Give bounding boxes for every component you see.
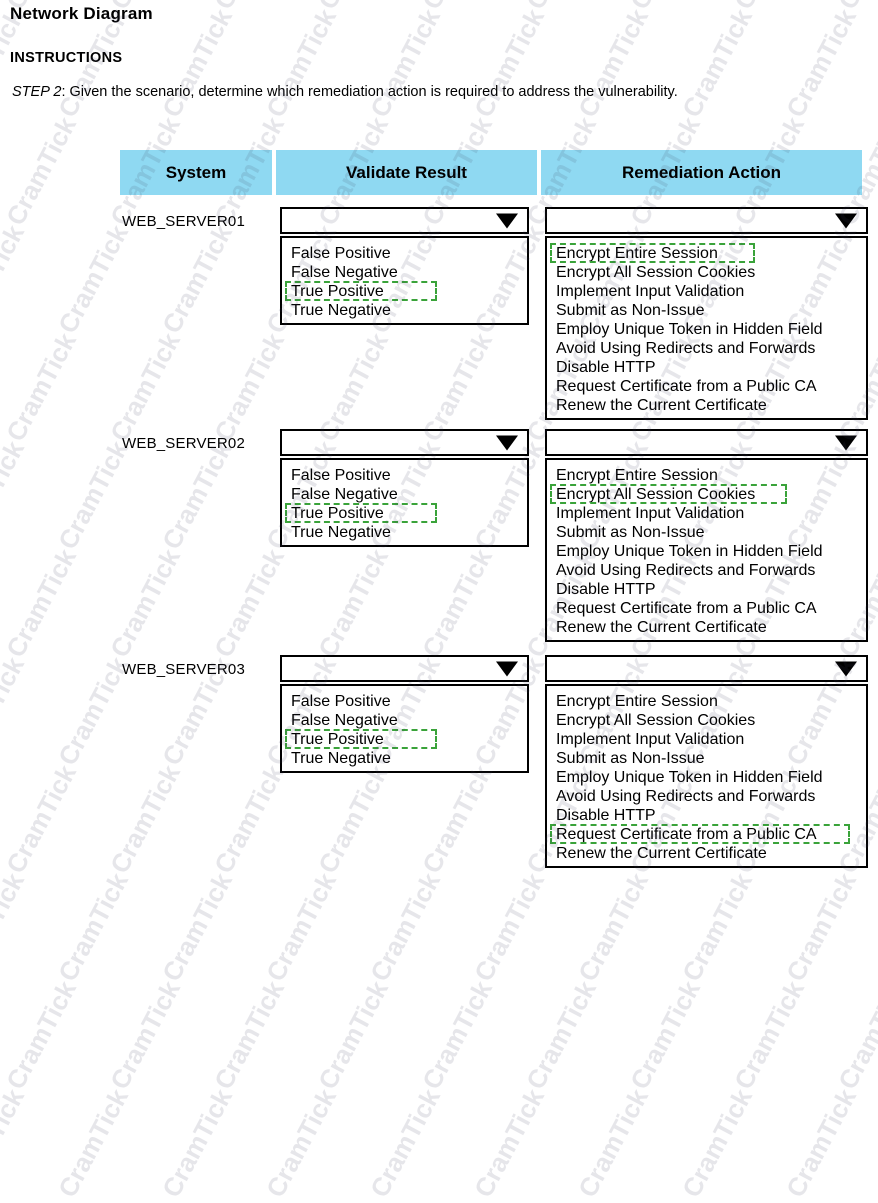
option-encrypt-all-session-cookies[interactable]: Encrypt All Session Cookies xyxy=(556,264,756,281)
watermark-text: CramTick xyxy=(52,1083,134,1203)
watermark-text: CramTick xyxy=(156,867,238,987)
option-true-positive[interactable]: True Positive xyxy=(282,281,527,301)
watermark-text: CramTick xyxy=(312,975,394,1095)
validate-result-select-row1[interactable] xyxy=(280,207,529,234)
chevron-down-icon xyxy=(496,435,518,450)
watermark-text: CramTick xyxy=(780,1083,862,1203)
chevron-down-icon xyxy=(496,213,518,228)
option-true-positive[interactable]: True Positive xyxy=(282,503,527,523)
remediation-action-options-row3[interactable]: Encrypt Entire Session Encrypt All Sessi… xyxy=(545,684,868,868)
option-submit-as-non-issue[interactable]: Submit as Non-Issue xyxy=(556,524,705,541)
page-title: Network Diagram xyxy=(10,4,153,23)
option-renew-current-certificate[interactable]: Renew the Current Certificate xyxy=(556,619,767,636)
watermark-text: CramTick xyxy=(520,975,602,1095)
watermark-text: CramTick xyxy=(572,867,654,987)
watermark-text: CramTick xyxy=(104,975,186,1095)
watermark-text: CramTick xyxy=(624,975,706,1095)
option-disable-http[interactable]: Disable HTTP xyxy=(556,581,656,598)
watermark-text: CramTick xyxy=(468,1083,550,1203)
watermark-text: CramTick xyxy=(832,975,878,1095)
option-false-negative[interactable]: False Negative xyxy=(291,486,398,503)
instructions-heading: INSTRUCTIONS xyxy=(10,50,123,66)
option-request-certificate-public-ca[interactable]: Request Certificate from a Public CA xyxy=(556,378,817,395)
column-header-system: System xyxy=(120,150,272,195)
validate-result-options-row3[interactable]: False Positive False Negative True Posit… xyxy=(280,684,529,773)
system-name-label: WEB_SERVER01 xyxy=(122,213,246,230)
system-name-label: WEB_SERVER03 xyxy=(122,661,246,678)
option-submit-as-non-issue[interactable]: Submit as Non-Issue xyxy=(556,302,705,319)
watermark-text: CramTick xyxy=(208,975,290,1095)
option-employ-unique-token[interactable]: Employ Unique Token in Hidden Field xyxy=(556,769,823,786)
option-renew-current-certificate[interactable]: Renew the Current Certificate xyxy=(556,397,767,414)
option-avoid-using-redirects[interactable]: Avoid Using Redirects and Forwards xyxy=(556,788,816,805)
option-encrypt-entire-session[interactable]: Encrypt Entire Session xyxy=(547,243,866,263)
option-true-negative[interactable]: True Negative xyxy=(291,524,391,541)
option-false-positive[interactable]: False Positive xyxy=(291,245,391,262)
option-submit-as-non-issue[interactable]: Submit as Non-Issue xyxy=(556,750,705,767)
option-request-certificate-public-ca[interactable]: Request Certificate from a Public CA xyxy=(556,600,817,617)
option-implement-input-validation[interactable]: Implement Input Validation xyxy=(556,283,745,300)
option-true-positive[interactable]: True Positive xyxy=(282,729,527,749)
option-encrypt-all-session-cookies[interactable]: Encrypt All Session Cookies xyxy=(556,712,756,729)
option-false-negative[interactable]: False Negative xyxy=(291,712,398,729)
option-avoid-using-redirects[interactable]: Avoid Using Redirects and Forwards xyxy=(556,340,816,357)
watermark-text: CramTick xyxy=(260,1083,342,1203)
watermark-text: CramTick xyxy=(52,867,134,987)
watermark-text: CramTick xyxy=(260,867,342,987)
watermark-text: CramTick xyxy=(468,867,550,987)
remediation-action-options-row1[interactable]: Encrypt Entire Session Encrypt All Sessi… xyxy=(545,236,868,420)
validate-result-options-row2[interactable]: False Positive False Negative True Posit… xyxy=(280,458,529,547)
chevron-down-icon xyxy=(496,661,518,676)
chevron-down-icon xyxy=(835,213,857,228)
step-label: STEP 2 xyxy=(12,84,62,100)
option-implement-input-validation[interactable]: Implement Input Validation xyxy=(556,505,745,522)
column-header-remediation-action: Remediation Action xyxy=(541,150,862,195)
system-name-label: WEB_SERVER02 xyxy=(122,435,246,452)
remediation-action-select-row1[interactable] xyxy=(545,207,868,234)
watermark-text: CramTick xyxy=(0,867,30,987)
watermark-text: CramTick xyxy=(416,975,498,1095)
column-header-validate-result: Validate Result xyxy=(276,150,537,195)
validate-result-select-row2[interactable] xyxy=(280,429,529,456)
watermark-text: CramTick xyxy=(364,1083,446,1203)
option-employ-unique-token[interactable]: Employ Unique Token in Hidden Field xyxy=(556,321,823,338)
validate-result-options-row1[interactable]: False Positive False Negative True Posit… xyxy=(280,236,529,325)
remediation-action-options-row2[interactable]: Encrypt Entire Session Encrypt All Sessi… xyxy=(545,458,868,642)
option-encrypt-all-session-cookies[interactable]: Encrypt All Session Cookies xyxy=(547,484,866,504)
watermark-text: CramTick xyxy=(676,1083,758,1203)
step-body: : Given the scenario, determine which re… xyxy=(61,84,678,100)
watermark-text: CramTick xyxy=(572,1083,654,1203)
option-encrypt-entire-session[interactable]: Encrypt Entire Session xyxy=(556,693,718,710)
option-renew-current-certificate[interactable]: Renew the Current Certificate xyxy=(556,845,767,862)
watermark-text: CramTick xyxy=(364,867,446,987)
watermark-text: CramTick xyxy=(728,975,810,1095)
option-false-positive[interactable]: False Positive xyxy=(291,467,391,484)
option-false-negative[interactable]: False Negative xyxy=(291,264,398,281)
remediation-action-select-row3[interactable] xyxy=(545,655,868,682)
option-encrypt-entire-session[interactable]: Encrypt Entire Session xyxy=(556,467,718,484)
chevron-down-icon xyxy=(835,661,857,676)
option-false-positive[interactable]: False Positive xyxy=(291,693,391,710)
watermark-text: CramTick xyxy=(0,1083,30,1203)
watermark-text: CramTick xyxy=(156,1083,238,1203)
option-request-certificate-public-ca[interactable]: Request Certificate from a Public CA xyxy=(547,824,866,844)
option-true-negative[interactable]: True Negative xyxy=(291,302,391,319)
option-true-negative[interactable]: True Negative xyxy=(291,750,391,767)
option-disable-http[interactable]: Disable HTTP xyxy=(556,807,656,824)
watermark-text: CramTick xyxy=(780,867,862,987)
option-employ-unique-token[interactable]: Employ Unique Token in Hidden Field xyxy=(556,543,823,560)
chevron-down-icon xyxy=(835,435,857,450)
option-disable-http[interactable]: Disable HTTP xyxy=(556,359,656,376)
step-instruction-text: STEP 2: Given the scenario, determine wh… xyxy=(12,84,678,100)
watermark-text: CramTick xyxy=(676,867,758,987)
validate-result-select-row3[interactable] xyxy=(280,655,529,682)
option-avoid-using-redirects[interactable]: Avoid Using Redirects and Forwards xyxy=(556,562,816,579)
remediation-action-select-row2[interactable] xyxy=(545,429,868,456)
watermark-text: CramTick xyxy=(0,975,82,1095)
option-implement-input-validation[interactable]: Implement Input Validation xyxy=(556,731,745,748)
